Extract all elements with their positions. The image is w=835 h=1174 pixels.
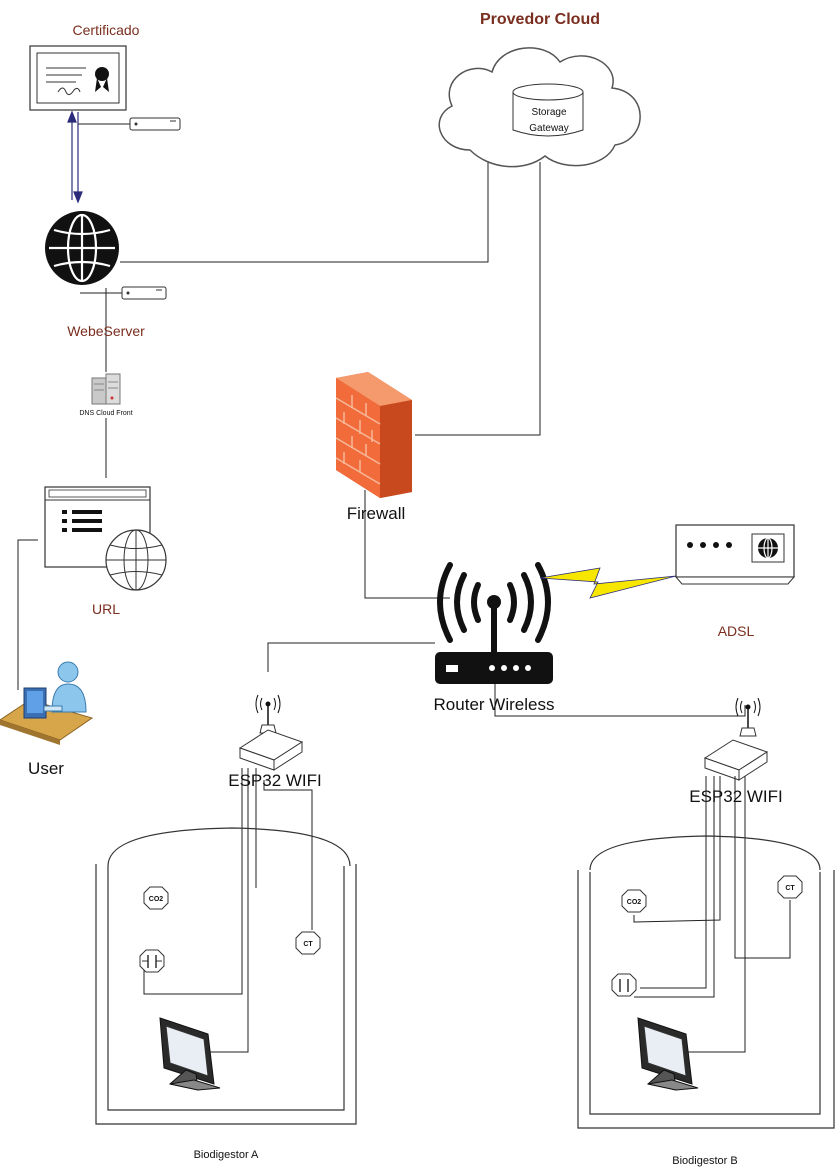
- ct-sensor-a-label: CT: [303, 941, 313, 948]
- line-cloud-firewall: [415, 162, 541, 436]
- adsl-modem-icon: [674, 524, 796, 585]
- monitor-b-icon: [637, 1017, 699, 1091]
- storage-gateway-icon: [512, 83, 584, 137]
- co2-sensor-b-label: CO2: [627, 899, 642, 906]
- line-url-user: [17, 539, 38, 690]
- ct-sensor-b-icon: [777, 875, 803, 899]
- esp32-b-wiring: [633, 776, 791, 1053]
- biodigestor-a-label: Biodigestor A: [194, 1149, 259, 1161]
- firewall-label: Firewall: [347, 504, 406, 523]
- url-label: URL: [92, 601, 120, 617]
- biodigestor-b-tank: [577, 835, 835, 1129]
- user-label: User: [28, 759, 64, 778]
- esp32-b-label: ESP32 WIFI: [689, 787, 783, 806]
- router-wireless-icon: [435, 562, 553, 684]
- esp32-b-icon: [703, 697, 769, 781]
- storage-gateway-label-2: Gateway: [529, 123, 568, 134]
- adsl-label: ADSL: [718, 623, 755, 639]
- webserver-globe-icon: [45, 211, 119, 285]
- cert-double-arrow: [67, 110, 83, 204]
- biodigestor-a-tank: [95, 827, 357, 1125]
- line-router-esp-a: [267, 642, 435, 672]
- wireless-link-lightning: [539, 567, 677, 599]
- router-label: Router Wireless: [434, 695, 555, 714]
- monitor-a-icon: [159, 1017, 221, 1091]
- biodigestor-b-label: Biodigestor B: [672, 1155, 737, 1167]
- co2-sensor-b-icon: [621, 889, 647, 913]
- dns-label: DNS Cloud Front: [79, 410, 132, 417]
- esp32-a-icon: [238, 694, 304, 771]
- line-router-esp-b: [494, 680, 746, 717]
- pressure-sensor-b-icon: [611, 973, 637, 997]
- co2-sensor-a-icon: [143, 886, 169, 910]
- url-browser-icon: [44, 486, 167, 591]
- storage-gateway-label-1: Storage: [531, 107, 566, 118]
- esp32-a-label: ESP32 WIFI: [228, 771, 322, 790]
- certificate-icon: [29, 45, 127, 111]
- line-firewall-router: [364, 490, 450, 599]
- firewall-icon: [335, 372, 412, 498]
- dns-server-icon: [91, 373, 121, 405]
- security-key-icon: [129, 117, 181, 131]
- certificado-label: Certificado: [73, 22, 140, 38]
- pressure-sensor-a-icon: [139, 949, 165, 973]
- esp32-a-wiring: [143, 768, 313, 1053]
- webserver-key-icon: [121, 286, 167, 300]
- line-webserver-cloud: [120, 155, 489, 263]
- co2-sensor-a-label: CO2: [149, 896, 164, 903]
- connection-lines: [17, 123, 746, 717]
- ct-sensor-a-icon: [295, 931, 321, 955]
- ct-sensor-b-label: CT: [785, 885, 795, 892]
- cloud-title: Provedor Cloud: [480, 11, 600, 28]
- webserver-label: WebeServer: [67, 323, 145, 339]
- user-workstation-icon: [0, 661, 94, 745]
